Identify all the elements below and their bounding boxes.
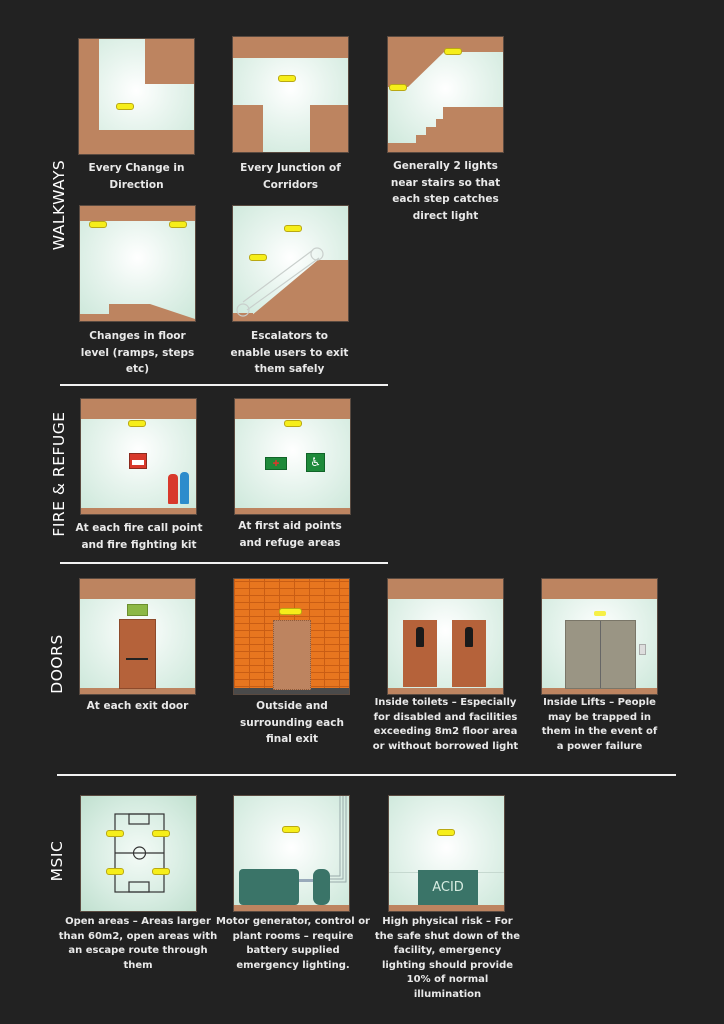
caption-junction-of-corridors: Every Junction of Corridors — [240, 162, 341, 191]
football-pitch-icon — [114, 813, 165, 893]
toilet-door-male — [403, 620, 437, 687]
divider-fire-refuge — [60, 562, 388, 564]
tile-stairs — [388, 37, 503, 152]
tile-exit-door — [80, 579, 195, 694]
tile-open-areas — [81, 796, 196, 911]
emergency-light-icon — [249, 254, 267, 261]
first-aid-sign-icon: ✚ — [265, 457, 287, 470]
tile-plant-rooms — [234, 796, 349, 911]
emergency-light-icon — [389, 84, 407, 91]
emergency-light-icon — [282, 826, 300, 833]
ceiling — [388, 579, 503, 599]
toilet-door-female — [452, 620, 486, 687]
lift-call-button-icon — [639, 644, 646, 655]
floor — [80, 688, 195, 694]
female-toilet-icon — [465, 627, 473, 647]
ceiling — [542, 579, 657, 599]
stairs-scene — [388, 37, 503, 152]
tile-fire-call-point — [81, 399, 196, 514]
emergency-light-icon — [152, 830, 170, 837]
tile-toilets — [388, 579, 503, 694]
emergency-light-icon — [152, 868, 170, 875]
divider-doors — [57, 774, 676, 776]
floor — [388, 688, 503, 694]
emergency-light-icon — [284, 420, 302, 427]
exit-door — [119, 619, 156, 689]
emergency-light-icon — [437, 829, 455, 836]
floor — [81, 508, 196, 514]
tile-high-risk: ACID — [389, 796, 504, 911]
emergency-light-icon — [116, 103, 134, 110]
lift-doors — [565, 620, 636, 689]
emergency-light-icon — [284, 225, 302, 232]
lift-indicator-light-icon — [594, 611, 606, 616]
wall-top-right — [145, 39, 194, 84]
emergency-light-icon — [128, 420, 146, 427]
tile-junction-of-corridors — [233, 37, 348, 152]
wall-left — [79, 39, 99, 154]
wall-bottom — [79, 130, 194, 154]
wall-bottom-right — [310, 105, 348, 152]
acid-sign: ACID — [418, 870, 478, 905]
caption-escalators: Escalators to enable users to exit them … — [230, 330, 349, 375]
caption-fire-call-point: At each fire call point and fire fightin… — [75, 522, 203, 551]
tile-final-exit — [234, 579, 349, 694]
pavement — [234, 688, 349, 694]
male-toilet-icon — [416, 627, 424, 647]
section-label-walkways: WALKWAYS — [50, 159, 68, 251]
fire-alarm-call-point-icon — [129, 453, 147, 469]
caption-final-exit: Outside and surrounding each final exit — [240, 700, 344, 745]
caption-open-areas: Open areas – Areas larger than 60m2, ope… — [58, 916, 218, 971]
section-label-doors: DOORS — [48, 634, 66, 694]
generator-machinery-icon — [239, 796, 347, 905]
caption-floor-level-change: Changes in floor level (ramps, steps etc… — [80, 330, 195, 375]
floor — [235, 508, 350, 514]
fire-extinguisher-red-icon — [168, 474, 178, 504]
caption-high-risk: High physical risk – For the safe shut d… — [374, 916, 521, 1000]
caption-exit-door: At each exit door — [86, 700, 189, 712]
ceiling — [235, 399, 350, 419]
caption-stairs: Generally 2 lights near stairs so that e… — [390, 160, 501, 222]
ramp-scene — [80, 206, 195, 321]
tile-escalators — [233, 206, 348, 321]
ceiling — [81, 399, 196, 419]
floor — [389, 905, 504, 911]
panic-bar-icon — [126, 658, 148, 660]
tile-lifts — [542, 579, 657, 694]
final-exit-door — [273, 620, 311, 690]
wheelchair-refuge-sign-icon: ♿ — [306, 453, 325, 472]
caption-change-in-direction: Every Change in Direction — [88, 162, 185, 191]
emergency-light-icon — [279, 608, 302, 615]
emergency-light-icon — [278, 75, 296, 82]
emergency-light-icon — [89, 221, 107, 228]
section-label-msic: MSIC — [48, 840, 66, 882]
emergency-light-icon — [106, 830, 124, 837]
tile-change-in-direction — [79, 39, 194, 154]
caption-toilets: Inside toilets – Especially for disabled… — [372, 697, 519, 752]
emergency-light-icon — [444, 48, 462, 55]
tile-floor-level-change — [80, 206, 195, 321]
wall-top — [233, 37, 348, 58]
ceiling — [80, 579, 195, 599]
caption-plant-rooms: Motor generator, control or plant rooms … — [215, 916, 370, 971]
floor — [234, 905, 349, 911]
tile-first-aid-refuge: ✚ ♿ — [235, 399, 350, 514]
emergency-light-icon — [169, 221, 187, 228]
caption-first-aid-refuge: At first aid points and refuge areas — [238, 520, 342, 549]
floor — [542, 688, 657, 694]
fire-extinguisher-blue-icon — [180, 472, 189, 504]
caption-lifts: Inside Lifts – People may be trapped in … — [541, 697, 658, 752]
wall-bottom-left — [233, 105, 263, 152]
divider-walkways — [60, 384, 388, 386]
emergency-light-icon — [106, 868, 124, 875]
escalator-scene — [233, 247, 348, 321]
exit-sign-icon — [127, 604, 148, 616]
